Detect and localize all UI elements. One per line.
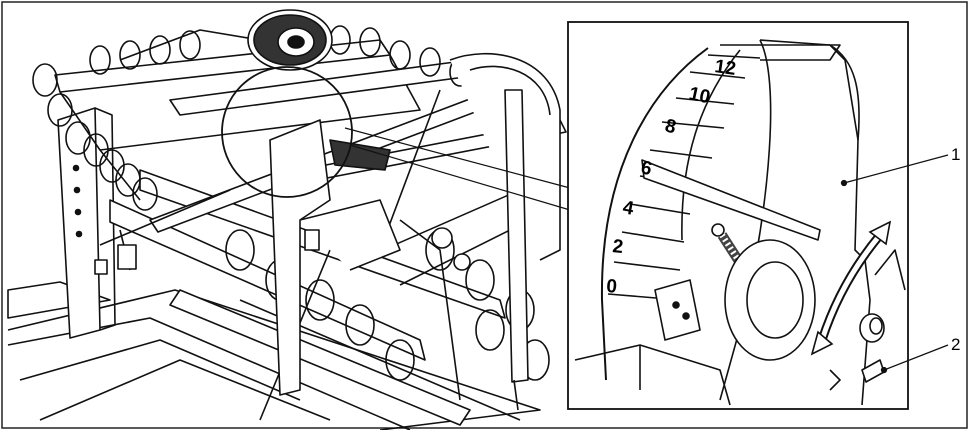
gauge-wheel [247,9,333,71]
detail-leader-line [344,127,571,189]
detail-leader-line [349,144,571,211]
scale-label: 4 [621,197,635,220]
roller-coils-left [32,63,158,211]
callout-number-1: 1 [951,145,960,164]
callout-leaders [840,154,949,374]
roller-coils-lower [225,229,550,381]
detail-magnifier-circle [221,66,353,198]
rotation-double-arrow [810,220,892,356]
scale-label: 10 [687,83,712,108]
scale-labels: 12 10 8 6 4 2 0 [606,56,738,298]
scale-label: 2 [611,236,624,258]
detail-drawing [574,39,906,406]
scale-label: 6 [639,157,654,180]
scale-label: 8 [663,115,678,138]
machine-overview-drawing [7,9,567,430]
scale-label: 0 [606,276,618,298]
scale-label: 12 [713,56,737,80]
callout-number-2: 2 [951,335,960,354]
